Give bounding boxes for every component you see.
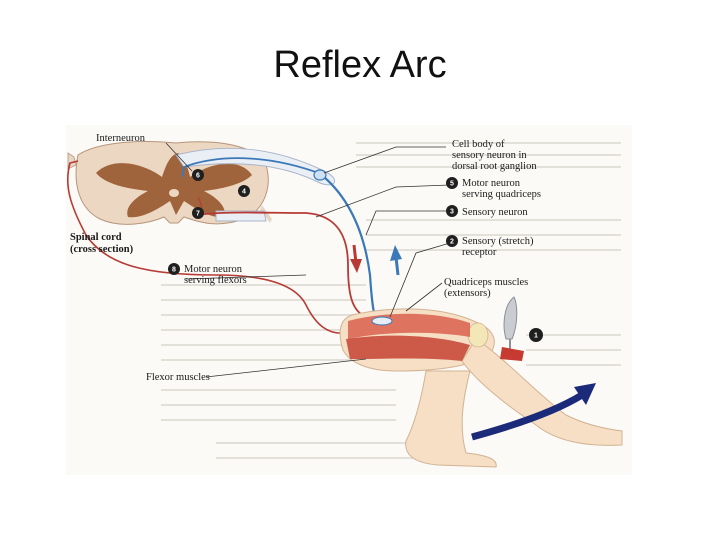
svg-text:7: 7 — [196, 211, 200, 218]
marker-3: 3 — [446, 205, 458, 217]
reflex-hammer-icon — [500, 296, 524, 361]
svg-text:2: 2 — [450, 239, 454, 246]
spinal-cord-cross-section — [67, 141, 272, 225]
label-motor-flexors-2: serving flexors — [184, 275, 247, 286]
svg-text:5: 5 — [450, 181, 454, 188]
reflex-arc-diagram: 6 4 7 1 5 3 2 8 Interneuron S — [66, 133, 623, 468]
motor-neuron-quadriceps-path — [195, 211, 397, 322]
label-cell-body-2: sensory neuron in — [452, 150, 527, 161]
label-cell-body-3: dorsal root ganglion — [452, 161, 537, 172]
label-motor-quadriceps-2: serving quadriceps — [462, 189, 541, 200]
label-flexor-muscles: Flexor muscles — [146, 372, 210, 383]
stretch-receptor — [371, 316, 393, 326]
svg-text:8: 8 — [172, 267, 176, 274]
svg-text:4: 4 — [242, 189, 246, 196]
marker-7: 7 — [192, 207, 204, 219]
flexor-muscle — [346, 335, 470, 361]
label-quadriceps-2: (extensors) — [444, 288, 491, 299]
label-motor-quadriceps-1: Motor neuron — [462, 178, 521, 189]
background-text — [161, 142, 621, 459]
slide-title: Reflex Arc — [273, 44, 447, 86]
leader-lines — [165, 142, 451, 378]
marker-2: 2 — [446, 235, 458, 247]
label-motor-flexors-1: Motor neuron — [184, 264, 243, 275]
label-spinal-cord-1: Spinal cord — [70, 232, 122, 243]
sensory-cell-body — [313, 169, 327, 181]
svg-text:1: 1 — [534, 333, 538, 340]
label-sensory-neuron: Sensory neuron — [462, 207, 528, 218]
sensory-neuron-to-cord — [181, 157, 325, 178]
label-receptor-1: Sensory (stretch) — [462, 236, 534, 247]
leg-kick-arrowhead — [574, 383, 596, 405]
label-spinal-cord-2: (cross section) — [70, 244, 134, 255]
svg-text:6: 6 — [196, 173, 200, 180]
label-quadriceps-1: Quadriceps muscles — [444, 277, 528, 288]
svg-text:3: 3 — [450, 209, 454, 216]
marker-1: 1 — [529, 328, 543, 342]
marker-4: 4 — [238, 185, 250, 197]
label-cell-body-1: Cell body of — [452, 139, 505, 150]
motor-direction-arrow — [350, 244, 362, 273]
sensory-direction-arrow — [390, 245, 402, 276]
dorsal-root-sheath — [175, 147, 335, 186]
marker-8: 8 — [168, 263, 180, 275]
label-receptor-2: receptor — [462, 247, 497, 258]
label-interneuron: Interneuron — [96, 133, 146, 144]
marker-6: 6 — [192, 169, 204, 181]
reflex-arc-figure: 6 4 7 1 5 3 2 8 Interneuron S — [66, 125, 632, 475]
motor-neuron-flexors-path — [66, 160, 347, 334]
leg-kick-arrow — [471, 392, 584, 441]
marker-5: 5 — [446, 177, 458, 189]
